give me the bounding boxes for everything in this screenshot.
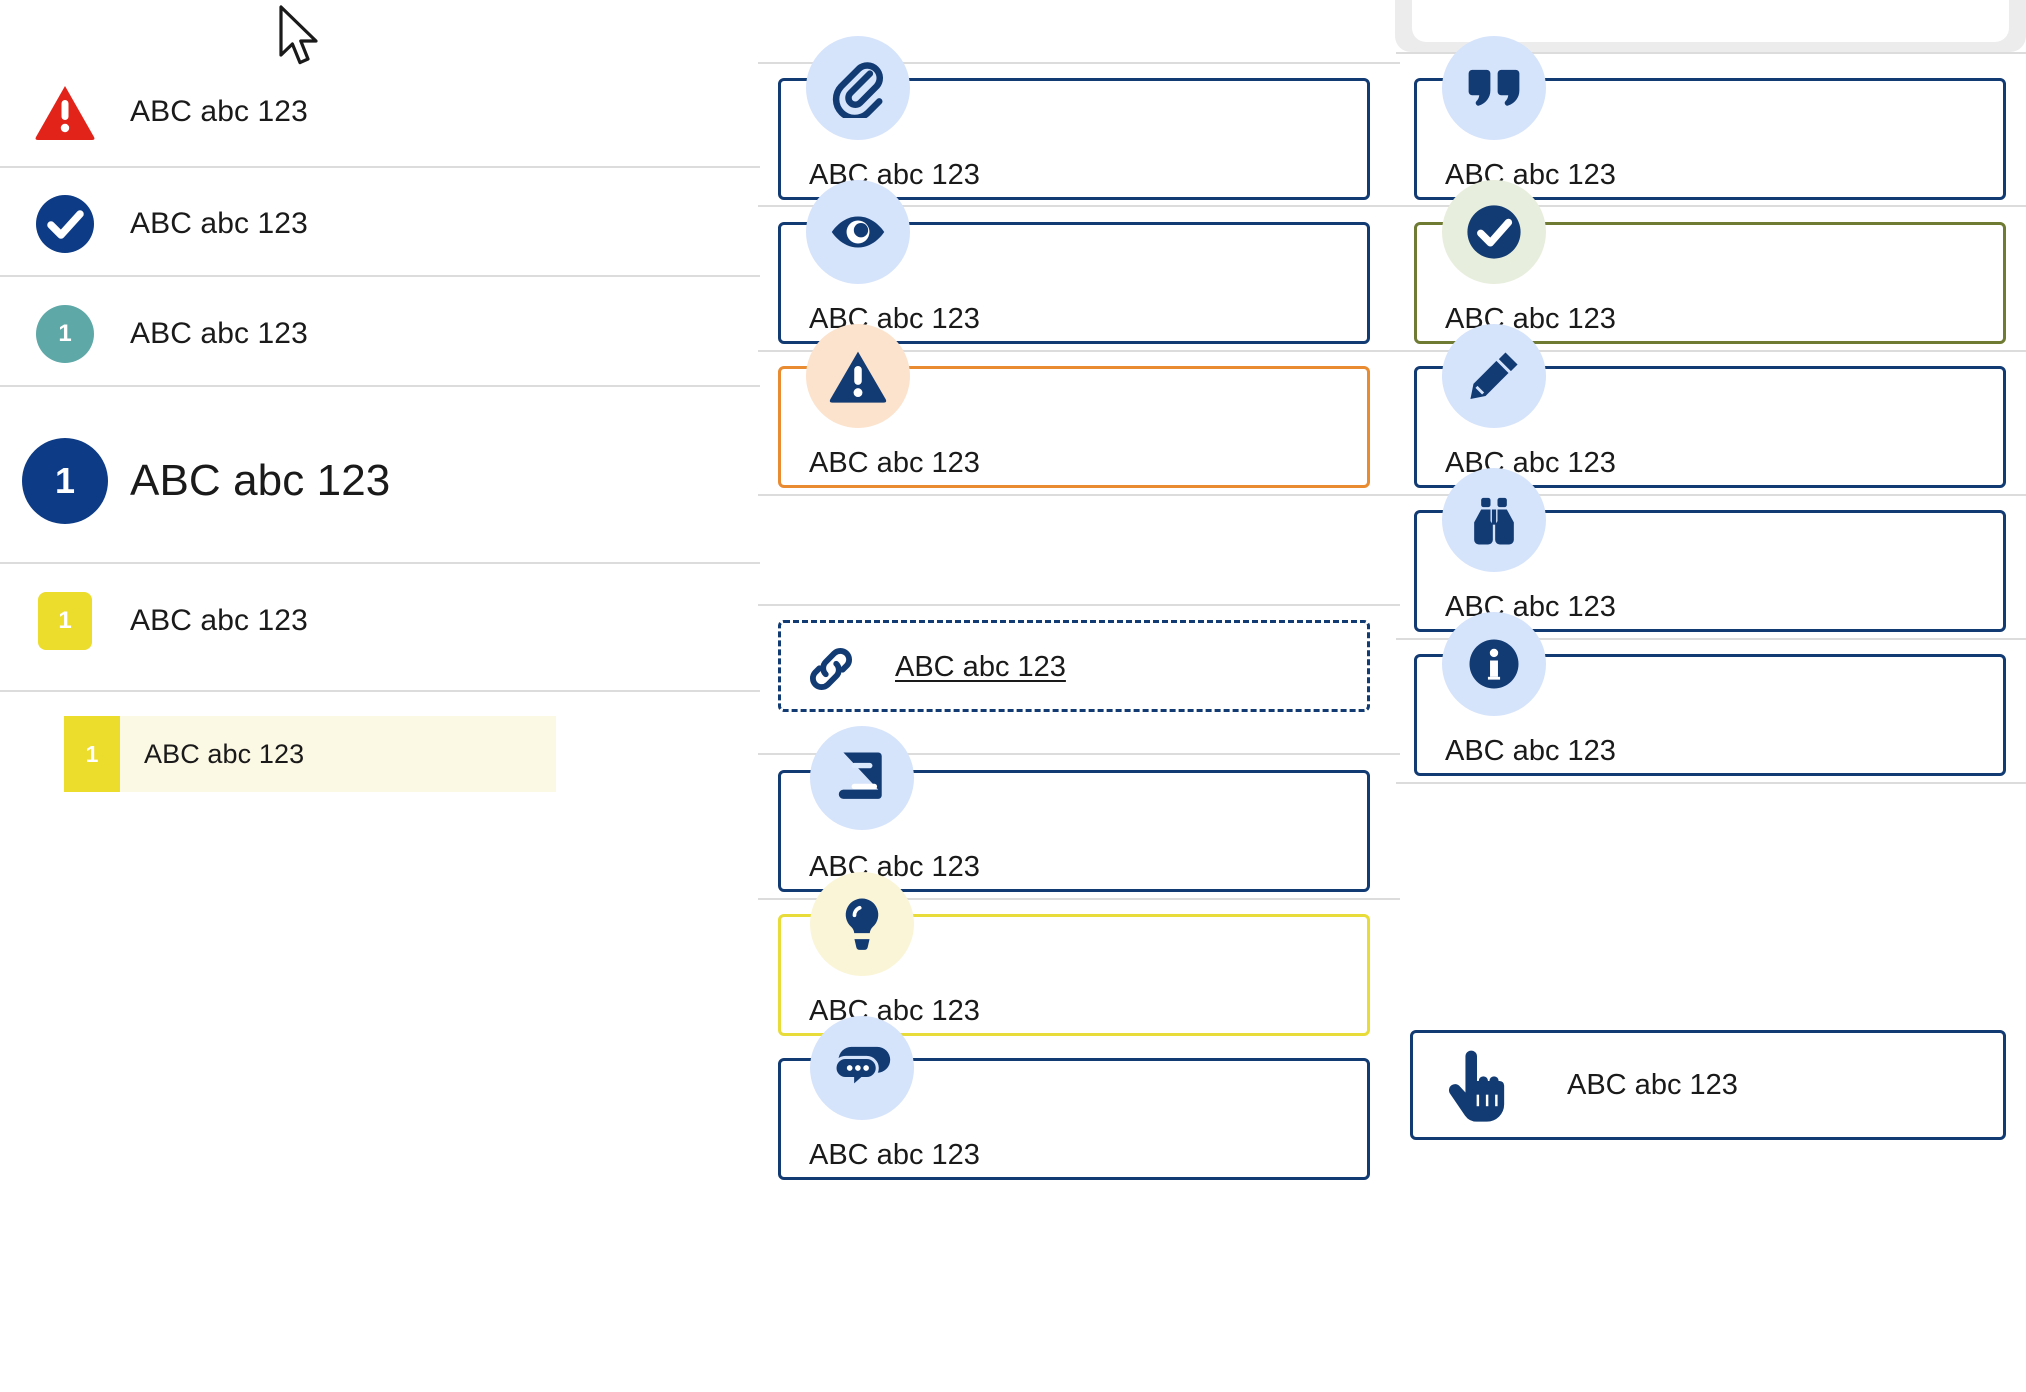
separator-mid-5 [758,604,1400,606]
mouse-pointer-icon [278,5,324,72]
number-badge-icon: 1 [38,592,92,650]
list-item-label: ABC abc 123 [144,738,305,769]
list-item-label: ABC abc 123 [130,207,308,240]
badge-wrap: 1 [0,438,130,524]
card-label: ABC abc 123 [809,447,980,479]
card-label: ABC abc 123 [1445,735,1616,767]
chat-bubble-icon [810,1016,914,1120]
alert-triangle-icon [35,86,95,140]
separator-left-4 [0,562,760,564]
badge-value: 1 [85,740,99,767]
card-link-label[interactable]: ABC abc 123 [895,651,1066,683]
separator-mid-3 [758,350,1400,352]
separator-left-3 [0,385,760,387]
list-item-label: ABC abc 123 [130,95,308,128]
separator-mid-1 [758,62,1400,64]
list-item-label: ABC abc 123 [130,604,308,637]
card-link[interactable]: ABC abc 123 [778,620,1370,712]
left-list: ABC abc 123 ABC abc 123 1 ABC abc 123 [0,0,760,1392]
card-label: ABC abc 123 [1567,1069,1738,1101]
number-badge-icon: 1 [22,438,108,524]
separator-right-2 [1396,205,2026,207]
separator-mid-2 [758,205,1400,207]
separator-mid-4 [758,494,1400,496]
separator-right-3 [1396,350,2026,352]
badge-wrap [0,84,130,140]
quote-icon [1442,36,1546,140]
pencil-icon [1442,324,1546,428]
separator-mid-6 [758,753,1400,755]
separator-left-2 [0,275,760,277]
separator-right-4 [1396,494,2026,496]
badge-value: 1 [54,460,76,501]
badge-wrap: 1 [0,305,130,363]
top-panel-surface [1412,0,2009,42]
separator-mid-7 [758,898,1400,900]
pointing-hand-icon [1445,1047,1509,1125]
badge-wrap: 1 [0,592,130,650]
separator-right-1 [1396,52,2026,54]
badge-value: 1 [58,320,72,347]
list-item[interactable]: 1 ABC abc 123 [0,570,760,672]
list-item-label: ABC abc 123 [130,456,391,505]
alert-triangle-icon [806,324,910,428]
card-discover[interactable]: ABC abc 123 [1414,510,2006,632]
check-circle-icon [36,195,94,253]
list-item-label: ABC abc 123 [130,317,308,350]
card-action[interactable]: ABC abc 123 [1410,1030,2006,1140]
list-item[interactable]: 1 ABC abc 123 [0,400,760,562]
check-circle-icon [1442,180,1546,284]
number-badge-icon: 1 [36,305,94,363]
separator-left-5 [0,690,760,692]
separator-right-5 [1396,638,2026,640]
separator-right-6 [1396,782,2026,784]
binoculars-icon [1442,468,1546,572]
card-visibility[interactable]: ABC abc 123 [778,222,1370,344]
link-chain-icon [803,641,859,697]
book-icon [810,726,914,830]
number-badge-icon: 1 [64,716,120,792]
list-item[interactable]: ABC abc 123 [0,58,760,166]
separator-left-1 [0,166,760,168]
info-circle-icon [1442,612,1546,716]
badge-value: 1 [58,607,72,634]
card-label: ABC abc 123 [809,1139,980,1171]
lightbulb-icon [810,872,914,976]
badge-wrap [0,195,130,253]
list-item[interactable]: 1 ABC abc 123 [0,283,760,385]
paperclip-icon [806,36,910,140]
eye-icon [806,180,910,284]
list-item-selected[interactable]: 1 ABC abc 123 [64,716,556,792]
list-item[interactable]: ABC abc 123 [0,173,760,275]
